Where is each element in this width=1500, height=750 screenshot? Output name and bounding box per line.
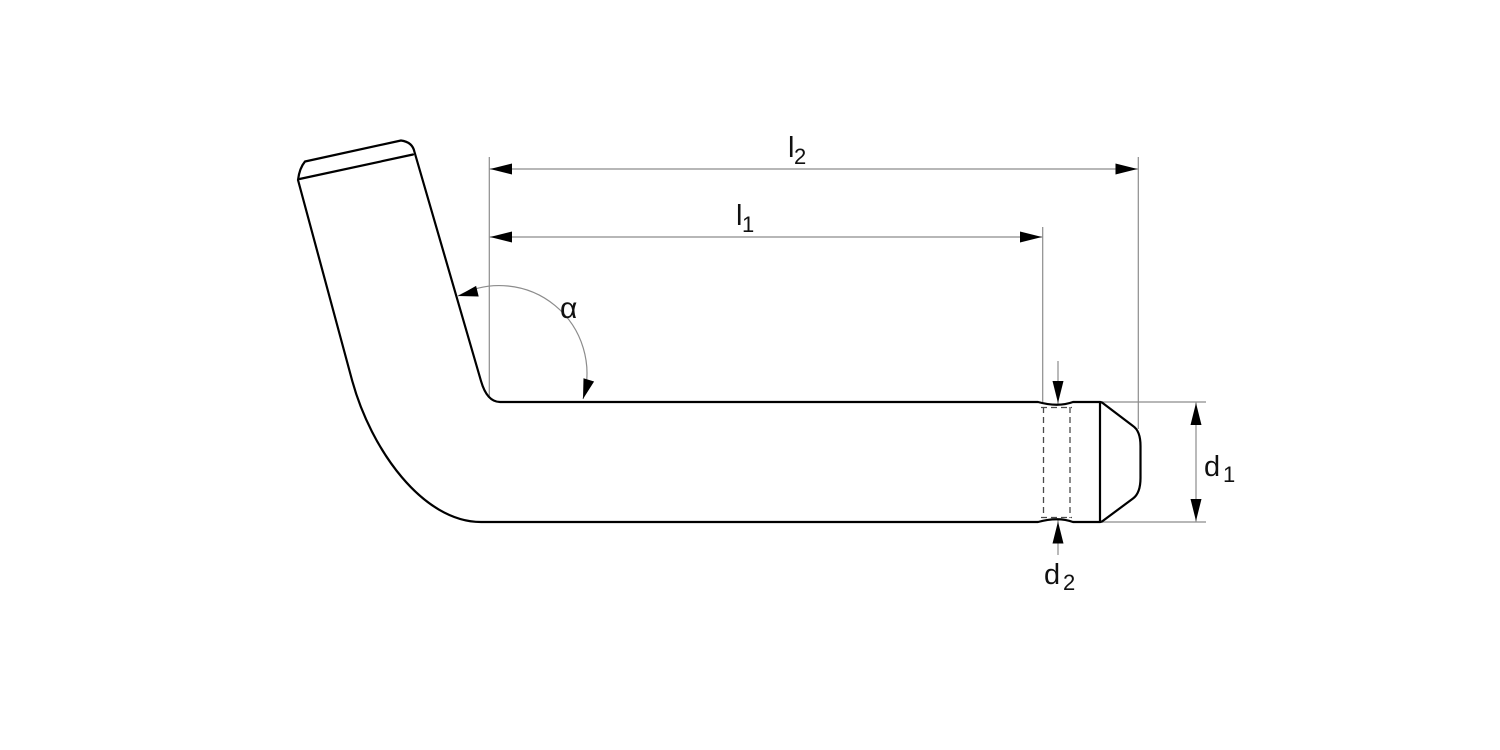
arrowhead-alpha-start: [458, 285, 479, 297]
arrowhead-l1-right: [1020, 231, 1042, 243]
label-d1-sub: 1: [1223, 462, 1235, 487]
groove-hidden-outline: [1041, 406, 1072, 519]
head-chamfer-edge: [298, 153, 415, 181]
label-alpha: α: [560, 292, 577, 325]
arrowhead-alpha-end: [583, 378, 595, 399]
dimension-labels: l 2 l 1 α d 1 d 2: [560, 132, 1235, 595]
arrowhead-d2-top: [1052, 381, 1064, 403]
arrowhead-l2-left: [490, 163, 512, 175]
arrowhead-d1-top: [1190, 403, 1202, 425]
label-d1-base: d: [1204, 451, 1220, 483]
label-l1-base: l: [736, 200, 742, 232]
pin-silhouette: [296, 139, 1142, 524]
label-l2-base: l: [788, 132, 794, 164]
angle-arc: [457, 285, 588, 400]
arrowhead-d2-bottom: [1052, 521, 1064, 544]
label-l2-sub: 2: [794, 144, 806, 169]
dimension-arrowheads: [458, 163, 1202, 544]
pin-body: [296, 139, 1142, 524]
label-l1-sub: 1: [742, 212, 754, 237]
arrowhead-l1-left: [490, 231, 512, 243]
label-d2-base: d: [1044, 559, 1060, 591]
arrowhead-d1-bottom: [1190, 499, 1202, 521]
label-d2-sub: 2: [1063, 570, 1075, 595]
arrowhead-l2-right: [1115, 163, 1138, 175]
